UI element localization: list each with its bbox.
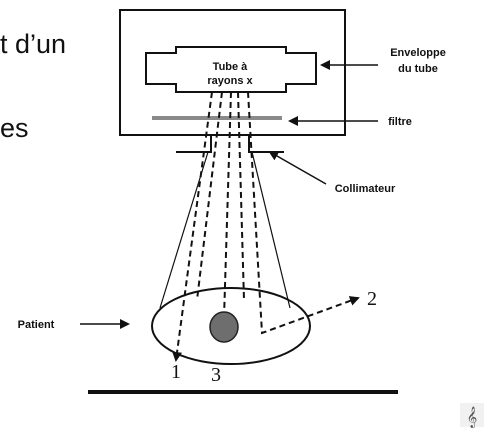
internal-organ [209,311,239,343]
xray-tube [145,46,317,93]
ray-number-1: 1 [171,361,181,383]
envelope-label-line-2: du tube [398,63,438,75]
slide-text-line-2: es [0,113,29,143]
corner-logo-icon: 𝄞 [460,403,484,428]
ray-number-3: 3 [211,364,221,386]
ray-1 [172,91,213,362]
slide-text-line-1: t d’un [0,29,67,59]
tube-label-line-1: Tube à [213,61,249,73]
collimator-label: Collimateur [335,183,396,195]
beam-cone [159,151,291,309]
svg-text:𝄞: 𝄞 [467,407,478,428]
filter-label: filtre [388,116,412,128]
label-arrows [80,60,378,329]
tube-envelope [119,9,346,136]
patient-label: Patient [18,319,55,331]
ray-number-2: 2 [367,288,377,310]
collimator-arrow [268,151,327,185]
patient-body [151,287,311,365]
xray-rays [172,91,360,362]
ray-3 [223,91,232,319]
tube-label-line-2: rayons x [207,75,253,87]
envelope-label-line-1: Enveloppe [390,47,446,59]
ray-2 [247,91,360,335]
